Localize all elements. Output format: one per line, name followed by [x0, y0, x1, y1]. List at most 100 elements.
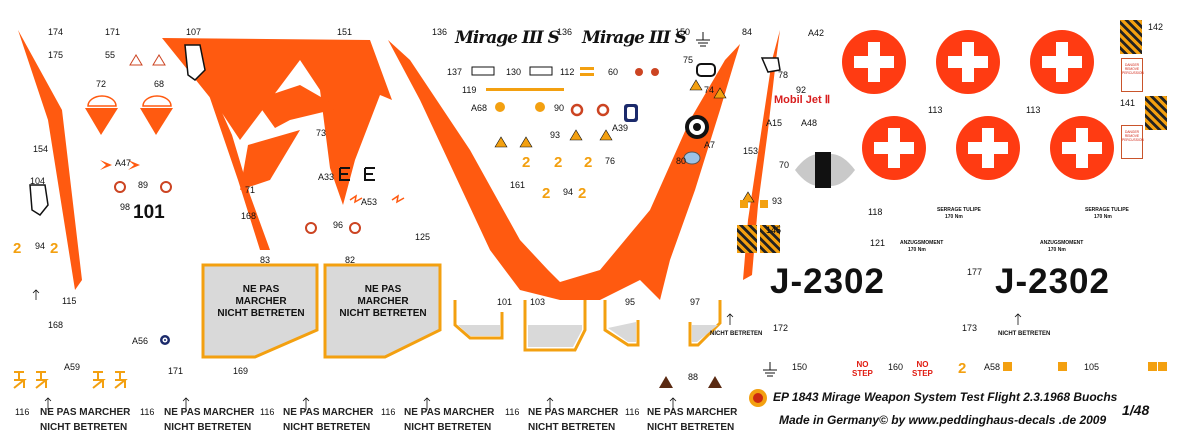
anzugsmoment-nm-1: 170 Nm: [908, 247, 926, 253]
arrow-116c: [302, 397, 310, 410]
num-116b: 116: [140, 407, 155, 417]
hazard-triangle-88b: [708, 376, 722, 388]
hazard-triangle-74a: [689, 79, 703, 91]
ground-symbol-150: [696, 32, 710, 47]
swiss-cross-roundel-2: [936, 30, 1000, 94]
no-step-1-step: STEP: [852, 369, 873, 378]
mirage-logo-right: Mirage III S: [582, 28, 687, 48]
hazard-triangle-93d: [599, 129, 613, 141]
num-a42: A42: [808, 28, 825, 38]
warning-stripe-142: [1120, 20, 1142, 54]
num-a33: A33: [318, 172, 335, 182]
num-88: 88: [688, 372, 699, 382]
bottom-marcher-5: NE PAS MARCHER: [528, 407, 619, 418]
num-154: 154: [33, 144, 49, 154]
two-6: 2: [542, 185, 551, 202]
num-177: 177: [967, 267, 983, 277]
num-136b: 136: [557, 27, 573, 37]
warning-label-141: DANGER REMOVE PERCUSSION: [1121, 125, 1144, 159]
box-130: [529, 66, 553, 76]
num-107: 107: [186, 27, 202, 37]
num-76: 76: [605, 156, 616, 166]
nicht-betreten-172: NICHT BETRETEN: [710, 331, 763, 337]
nose-black-70: [815, 152, 831, 188]
mobil-jet-logo: Mobil Jet Ⅱ: [774, 94, 831, 106]
seat-icon-89b: [160, 181, 172, 193]
oval-75: [696, 63, 716, 77]
num-104: 104: [30, 176, 46, 186]
num-173: 173: [962, 323, 978, 333]
arrow-116b: [182, 397, 190, 410]
ground-symbol-150b: [763, 362, 777, 377]
bottom-nicht-2: NICHT BETRETEN: [164, 422, 252, 433]
arrow-172: [726, 313, 734, 325]
round-icon-90b: [596, 103, 610, 117]
bottom-nicht-1: NICHT BETRETEN: [40, 422, 128, 433]
panel-103-fill: [528, 325, 582, 347]
box-137: [471, 66, 495, 76]
num-a53: A53: [361, 197, 378, 207]
bottom-nicht-3: NICHT BETRETEN: [283, 422, 371, 433]
serrage-tulipe-1: SERRAGE TULIPE: [937, 207, 981, 213]
panel-101-fill: [458, 325, 500, 336]
hook-icon-107: [184, 44, 206, 81]
num-116c: 116: [260, 407, 275, 417]
num-94b: 94: [35, 241, 46, 251]
serrage-nm-1: 170 Nm: [945, 214, 963, 220]
square-105a: [1058, 362, 1067, 371]
grey-panel-82: [323, 263, 442, 359]
orange-arrow-left: [162, 38, 392, 205]
mirage-logo-left: Mirage III S: [455, 28, 560, 48]
orange-panel-73: [255, 85, 340, 128]
num-116a: 116: [15, 407, 30, 417]
num-150b: 150: [792, 362, 808, 372]
num-150: 150: [675, 27, 691, 37]
panel-95-fill: [608, 322, 636, 342]
num-121: 121: [870, 238, 886, 248]
swiss-cross-roundel-6: [1050, 116, 1114, 180]
num-94a: 94: [563, 187, 574, 197]
nicht-betreten-173: NICHT BETRETEN: [998, 331, 1051, 337]
panel-82-line3: NICHT BETRETEN: [339, 308, 427, 319]
hazard-triangle-74b: [713, 87, 727, 99]
no-step-2-no: NO: [916, 360, 929, 369]
num-168b: 168: [48, 320, 64, 330]
square-93a: [740, 200, 748, 208]
num-71: 71: [245, 185, 256, 195]
orange-small-47a: [100, 160, 112, 170]
hazard-triangle-93a: [494, 136, 508, 148]
ellipse-80: [683, 151, 701, 165]
swiss-cross-roundel-1: [842, 30, 906, 94]
hazard-triangle-55b: [152, 54, 166, 66]
panel-103-outline: [523, 300, 587, 352]
num-116e: 116: [505, 407, 520, 417]
num-82: 82: [345, 255, 356, 265]
num-153: 153: [743, 146, 759, 156]
orange-stripe-right: [743, 30, 780, 280]
serial-left: J-2302: [770, 262, 885, 301]
black-e-a: [339, 167, 350, 181]
no-step-2-step: STEP: [912, 369, 933, 378]
anzugsmoment-1: ANZUGSMOMENT: [900, 240, 944, 246]
arrow-116a: [44, 397, 52, 410]
num-116f: 116: [625, 407, 640, 417]
panel-82-line2: MARCHER: [357, 296, 409, 307]
num-72: 72: [96, 79, 107, 89]
num-118: 118: [868, 207, 883, 217]
arrow-115: [32, 289, 40, 300]
orange-panel-71: [240, 130, 300, 190]
two-5: 2: [584, 154, 593, 171]
anzugsmoment-2: ANZUGSMOMENT: [1040, 240, 1084, 246]
num-92: 92: [796, 85, 807, 95]
seat-icon-89a: [114, 181, 126, 193]
num-116d: 116: [381, 407, 396, 417]
num-119: 119: [462, 85, 477, 95]
two-8: 2: [958, 360, 967, 377]
two-3: 2: [522, 154, 531, 171]
panel-97-outline: [688, 300, 722, 347]
square-93b: [760, 200, 768, 208]
num-98: 98: [120, 202, 131, 212]
num-137: 137: [447, 67, 463, 77]
